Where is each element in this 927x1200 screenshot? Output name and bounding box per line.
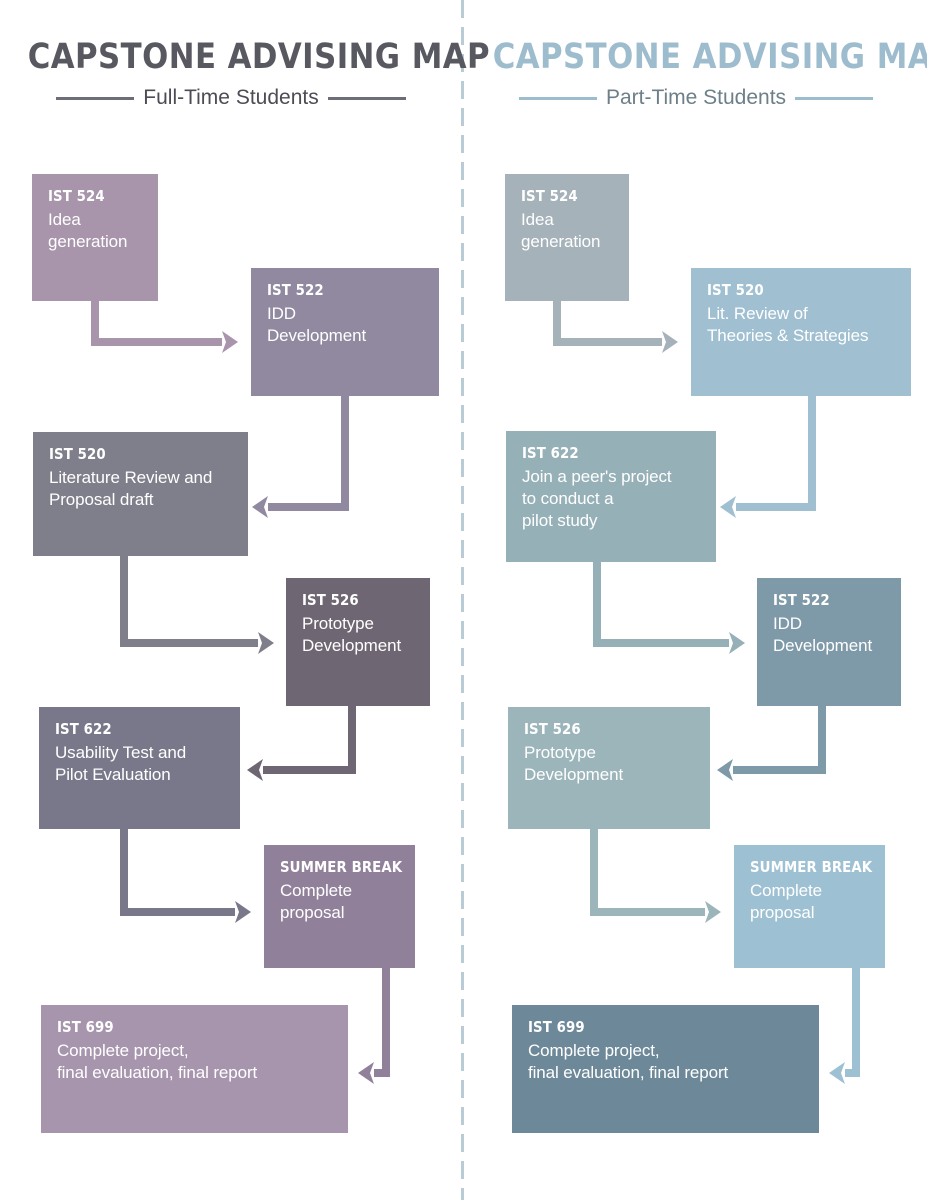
node-description: IDD Development xyxy=(773,613,873,655)
node-description: Usability Test and Pilot Evaluation xyxy=(55,742,187,784)
arrowhead-full-time-3 xyxy=(247,759,263,781)
arrowhead-part-time-0 xyxy=(662,331,678,353)
node-code: IST 520 xyxy=(707,281,764,299)
subtitle-row-left: Full-Time Students xyxy=(0,86,462,110)
node-code: SUMMER BREAK xyxy=(750,858,873,876)
header-full-time: CAPSTONE ADVISING MAP Full-Time Students xyxy=(0,37,491,110)
rule-left-a xyxy=(56,96,135,100)
arrowhead-part-time-1 xyxy=(720,496,736,518)
node-description: Complete project, final evaluation, fina… xyxy=(57,1040,258,1082)
arrowhead-part-time-3 xyxy=(717,759,733,781)
node-description: Prototype Development xyxy=(524,742,624,784)
rule-left-b xyxy=(327,96,406,100)
arrowhead-part-time-5 xyxy=(829,1062,845,1084)
arrowhead-full-time-2 xyxy=(258,632,274,654)
node-description: Idea generation xyxy=(521,209,601,251)
connector-part-time-1 xyxy=(736,396,816,511)
node-description: Idea generation xyxy=(48,209,128,251)
node-code: IST 699 xyxy=(528,1018,585,1036)
page-title-left: CAPSTONE ADVISING MAP xyxy=(27,37,491,77)
node-description: Lit. Review of Theories & Strategies xyxy=(707,303,869,345)
page-title-right: CAPSTONE ADVISING MAP xyxy=(492,37,927,77)
node-code: IST 520 xyxy=(49,445,106,463)
connector-full-time-1 xyxy=(268,396,349,511)
node-description: IDD Development xyxy=(267,303,367,345)
node-code: IST 526 xyxy=(302,591,359,609)
arrowhead-full-time-5 xyxy=(358,1062,374,1084)
node-code: IST 524 xyxy=(48,187,105,205)
connector-full-time-4 xyxy=(120,829,235,916)
connector-part-time-4 xyxy=(590,829,705,916)
connector-part-time-0 xyxy=(553,301,662,346)
arrowhead-full-time-1 xyxy=(252,496,268,518)
subtitle-row-right: Part-Time Students xyxy=(465,86,927,110)
connector-part-time-2 xyxy=(593,562,729,647)
node-code: IST 622 xyxy=(55,720,112,738)
node-code: IST 522 xyxy=(267,281,324,299)
node-description: Literature Review and Proposal draft xyxy=(49,467,213,509)
page-subtitle-left: Full-Time Students xyxy=(143,86,319,109)
arrowhead-full-time-0 xyxy=(222,331,238,353)
page-subtitle-right: Part-Time Students xyxy=(605,86,787,109)
rule-right-a xyxy=(518,96,597,100)
rule-right-b xyxy=(795,96,874,100)
node-code: IST 522 xyxy=(773,591,830,609)
flow-node-part-time-summer-break[interactable]: SUMMER BREAK Complete proposal xyxy=(734,845,885,968)
connector-part-time-3 xyxy=(733,706,826,774)
connector-full-time-5 xyxy=(374,968,390,1077)
node-description: Complete proposal xyxy=(280,880,352,922)
node-code: IST 699 xyxy=(57,1018,114,1036)
node-description: Join a peer's project to conduct a pilot… xyxy=(522,466,672,530)
connector-full-time-3 xyxy=(263,706,356,774)
node-description: Complete proposal xyxy=(750,880,822,922)
connector-full-time-2 xyxy=(120,556,258,647)
node-description: Complete project, final evaluation, fina… xyxy=(528,1040,729,1082)
connector-part-time-5 xyxy=(845,968,860,1077)
arrowhead-part-time-4 xyxy=(705,901,721,923)
node-description: Prototype Development xyxy=(302,613,402,655)
arrowhead-part-time-2 xyxy=(729,632,745,654)
column-divider xyxy=(461,0,464,1200)
header-part-time: CAPSTONE ADVISING MAP Part-Time Students xyxy=(465,40,927,110)
node-code: IST 524 xyxy=(521,187,578,205)
connector-full-time-0 xyxy=(91,301,222,346)
arrowhead-full-time-4 xyxy=(235,901,251,923)
flow-node-full-time-summer-break[interactable]: SUMMER BREAK Complete proposal xyxy=(264,845,415,968)
node-code: IST 526 xyxy=(524,720,581,738)
node-code: IST 622 xyxy=(522,444,579,462)
node-code: SUMMER BREAK xyxy=(280,858,403,876)
